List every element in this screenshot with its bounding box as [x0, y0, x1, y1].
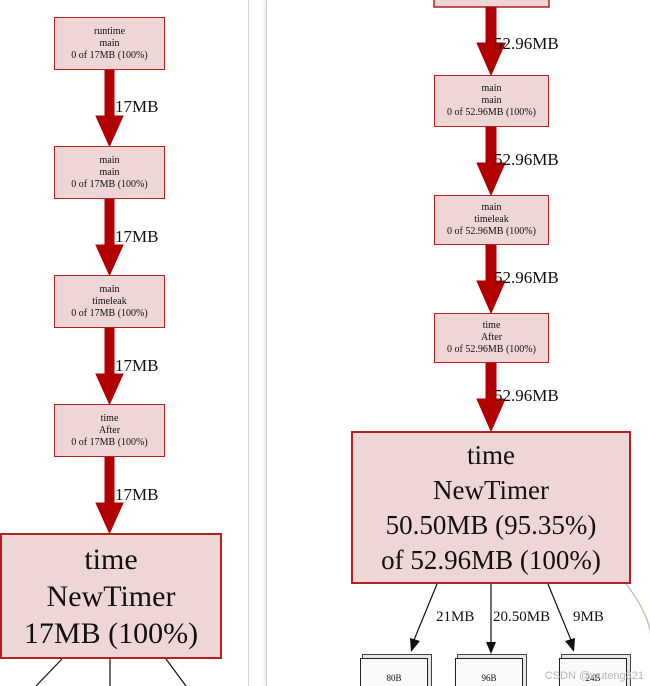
left-node-time-newtimer: time NewTimer 17MB (100%)	[0, 533, 222, 659]
right-node-time-newtimer-line-4: of 52.96MB (100%)	[381, 544, 601, 575]
right-curved-edge	[622, 579, 650, 635]
left-edge-3-head	[95, 373, 124, 406]
right-child-edge-3-head	[565, 638, 575, 652]
right-top-node-clip	[433, 0, 550, 8]
left-node-time-after-line-1: time	[100, 412, 119, 424]
right-child-edge-1-label: 21MB	[436, 609, 475, 625]
left-node-time-after-line-2: After	[98, 424, 121, 436]
right-node-main-main-line-1: main	[481, 83, 502, 94]
left-edge-2-label: 17MB	[115, 227, 159, 246]
right-node-main-timeleak-line-1: main	[481, 202, 502, 213]
left-edge-4-label: 17MB	[115, 485, 159, 504]
right-edge-3-head	[476, 280, 506, 315]
left-node-main-timeleak: main timeleak 0 of 17MB (100%)	[54, 275, 165, 328]
right-node-main-timeleak: main timeleak 0 of 52.96MB (100%)	[434, 195, 549, 245]
left-node-time-after: time After 0 of 17MB (100%)	[54, 404, 165, 457]
right-node-main-main: main main 0 of 52.96MB (100%)	[434, 75, 549, 127]
left-node-main-main-line-3: 0 of 17MB (100%)	[71, 178, 148, 190]
right-node-time-newtimer-line-2: NewTimer	[432, 474, 549, 505]
right-edge-3-label: 52.96MB	[494, 268, 559, 287]
left-edge-1-head	[95, 115, 124, 148]
left-node-main-main-line-1: main	[99, 154, 120, 166]
left-node-main-timeleak-line-2: timeleak	[92, 295, 127, 307]
right-edge-2-label: 52.96MB	[494, 150, 559, 169]
right-graph-edges	[410, 0, 650, 654]
left-node-time-after-line-3: 0 of 17MB (100%)	[71, 436, 148, 448]
right-child-edge-1-line	[413, 583, 438, 641]
left-edge-4-head	[95, 502, 124, 535]
right-node-time-after-line-2: After	[480, 332, 503, 343]
right-node-time-newtimer-line-3: 50.50MB (95.35%)	[385, 509, 597, 540]
right-leaf-24b: 24B	[559, 658, 627, 686]
left-child-edge-3	[165, 658, 187, 686]
right-node-time-after: time After 0 of 52.96MB (100%)	[434, 313, 549, 363]
right-node-time-after-line-1: time	[482, 320, 501, 331]
left-edge-4-shaft	[104, 456, 115, 506]
right-leaf-96b-label: 96B	[481, 673, 497, 683]
left-child-edge-1	[35, 658, 63, 686]
right-node-main-timeleak-line-2: timeleak	[474, 214, 509, 225]
right-edge-4-label: 52.96MB	[494, 386, 559, 405]
right-node-main-main-line-2: main	[481, 95, 502, 106]
left-node-runtime-main-line-3: 0 of 17MB (100%)	[71, 49, 148, 61]
right-leaf-24b-label: 24B	[585, 673, 601, 683]
left-edge-3-label: 17MB	[115, 356, 159, 375]
right-leaf-80b: 80B	[360, 658, 428, 686]
left-node-main-timeleak-line-3: 0 of 17MB (100%)	[71, 307, 148, 319]
right-node-time-newtimer-line-1: time	[467, 439, 515, 470]
right-node-time-newtimer: time NewTimer 50.50MB (95.35%) of 52.96M…	[351, 431, 631, 584]
right-child-edge-2-head	[486, 642, 496, 654]
left-edge-2-shaft	[104, 198, 115, 248]
left-node-runtime-main: runtime main 0 of 17MB (100%)	[54, 17, 165, 70]
right-leaf-96b: 96B	[455, 658, 523, 686]
right-child-edge-3-line	[547, 583, 572, 641]
left-edge-3-shaft	[104, 327, 115, 377]
right-child-edge-3-label: 9MB	[573, 609, 604, 625]
left-node-main-timeleak-line-1: main	[99, 283, 120, 295]
right-edge-1-label: 52.96MB	[494, 34, 559, 53]
left-node-time-newtimer-line-2: NewTimer	[46, 579, 176, 613]
right-child-edge-2-label: 20.50MB	[493, 609, 551, 625]
left-edge-1-label: 17MB	[115, 97, 159, 116]
left-node-time-newtimer-line-1: time	[84, 542, 138, 576]
csdn-watermark: CSDN @wuteng321	[544, 670, 644, 682]
left-edge-2-head	[95, 244, 124, 277]
left-node-runtime-main-line-1: runtime	[93, 25, 126, 37]
right-node-time-after-line-3: 0 of 52.96MB (100%)	[447, 344, 536, 355]
left-node-time-newtimer-line-3: 17MB (100%)	[23, 616, 199, 650]
right-edge-1-head	[476, 42, 506, 77]
left-edge-1-shaft	[104, 69, 115, 119]
left-graph-panel: runtime main 0 of 17MB (100%) 17MB main …	[0, 0, 249, 686]
right-graph-panel: 52.96MB main main 0 of 52.96MB (100%) 52…	[266, 0, 650, 686]
right-edge-4-head	[476, 398, 506, 433]
left-node-main-main-line-2: main	[99, 166, 120, 178]
right-leaf-80b-label: 80B	[386, 673, 402, 683]
right-node-main-main-line-3: 0 of 52.96MB (100%)	[447, 107, 536, 118]
left-graph-edges	[35, 69, 187, 686]
left-node-main-main: main main 0 of 17MB (100%)	[54, 146, 165, 199]
left-node-runtime-main-line-2: main	[99, 37, 120, 49]
right-node-main-timeleak-line-3: 0 of 52.96MB (100%)	[447, 226, 536, 237]
right-edge-2-head	[476, 162, 506, 197]
right-child-edge-1-head	[410, 638, 420, 652]
